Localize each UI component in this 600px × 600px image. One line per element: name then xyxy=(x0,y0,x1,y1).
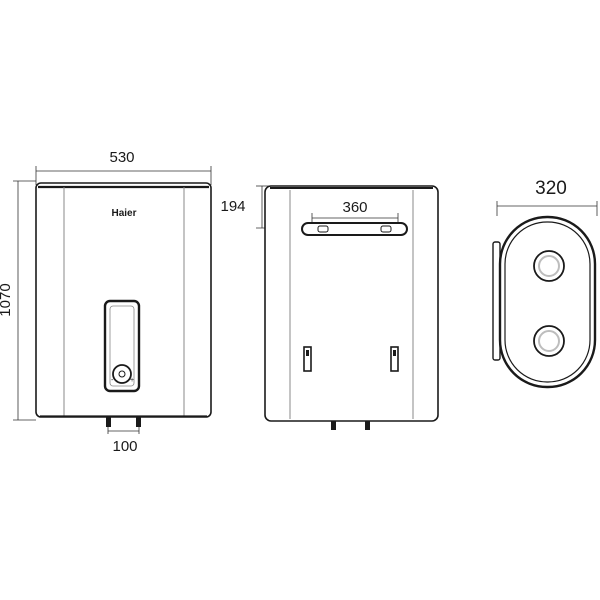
side-view: 320 xyxy=(492,178,598,389)
lower-hook-left-slot xyxy=(306,350,309,356)
tank-outer-shell xyxy=(498,215,597,389)
bracket-slot-left xyxy=(317,225,329,233)
front-height-label: 1070 xyxy=(0,283,14,316)
lower-port-inner xyxy=(538,330,560,352)
lower-hook-right-slot xyxy=(393,350,396,356)
temperature-knob xyxy=(112,364,132,384)
knob-center xyxy=(118,370,126,378)
depth-label: 320 xyxy=(535,178,567,199)
front-outlet-pipe xyxy=(136,417,141,427)
control-panel-inner xyxy=(109,305,135,387)
front-view: 530 1070 Haier - + 100 xyxy=(0,149,212,455)
back-view: 194 360 xyxy=(220,185,439,430)
back-offset-label: 194 xyxy=(220,198,245,215)
upper-port-inner xyxy=(538,255,560,277)
tank-inner-shell xyxy=(504,221,591,383)
front-width-label: 530 xyxy=(109,149,134,166)
brand-logo: Haier xyxy=(111,208,136,219)
mounting-bracket xyxy=(301,222,408,236)
knob-minus-mark: - xyxy=(111,377,114,384)
back-inlet-pipe xyxy=(331,421,336,430)
back-tank-body xyxy=(264,185,439,422)
front-width-dimension xyxy=(35,166,212,185)
lower-hook-left xyxy=(303,346,312,372)
control-panel xyxy=(103,299,141,393)
bracket-width-label: 360 xyxy=(342,199,367,216)
pipe-spacing-dimension xyxy=(107,427,140,434)
depth-dimension xyxy=(496,201,598,216)
lower-hook-right xyxy=(390,346,399,372)
front-inlet-pipe xyxy=(106,417,111,427)
front-height-dimension xyxy=(13,180,36,421)
back-outlet-pipe xyxy=(365,421,370,430)
bracket-width-dimension xyxy=(311,213,399,223)
bracket-slot-right xyxy=(380,225,392,233)
pipe-spacing-label: 100 xyxy=(112,438,137,455)
knob-plus-mark: + xyxy=(130,377,134,384)
